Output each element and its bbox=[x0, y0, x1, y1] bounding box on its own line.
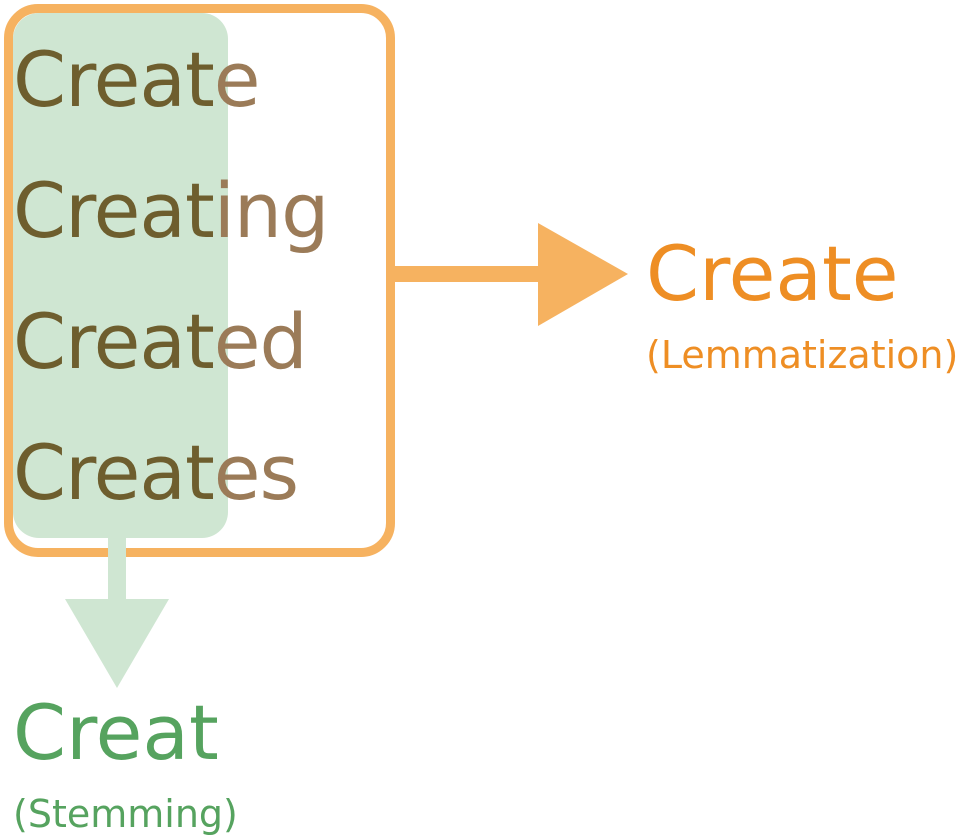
stemming-arrow-shaft bbox=[108, 538, 126, 602]
lemmatization-label: (Lemmatization) bbox=[646, 333, 959, 377]
stemming-arrow-head bbox=[65, 599, 169, 688]
word-creating: Creating bbox=[13, 173, 329, 249]
stemming-label: (Stemming) bbox=[13, 792, 238, 836]
word-created: Created bbox=[13, 304, 308, 380]
word-stem: Creat bbox=[13, 35, 215, 124]
word-creates: Creates bbox=[13, 435, 299, 511]
word-stem: Creat bbox=[13, 166, 215, 255]
word-create: Create bbox=[13, 42, 261, 118]
lemmatization-result: Create bbox=[646, 229, 899, 318]
word-suffix: e bbox=[213, 35, 261, 124]
lemmatization-arrow-shaft bbox=[386, 266, 542, 282]
lemmatization-arrow bbox=[386, 223, 628, 326]
stemming-result: Creat bbox=[13, 688, 219, 777]
word-stem: Creat bbox=[13, 428, 215, 517]
word-stem: Creat bbox=[13, 297, 215, 386]
word-suffix: ing bbox=[213, 166, 330, 255]
stem-highlight bbox=[13, 13, 228, 538]
word-suffix: es bbox=[213, 428, 299, 517]
stemming-arrow bbox=[65, 538, 169, 688]
lemmatization-arrow-head bbox=[538, 223, 628, 326]
word-suffix: ed bbox=[213, 297, 308, 386]
